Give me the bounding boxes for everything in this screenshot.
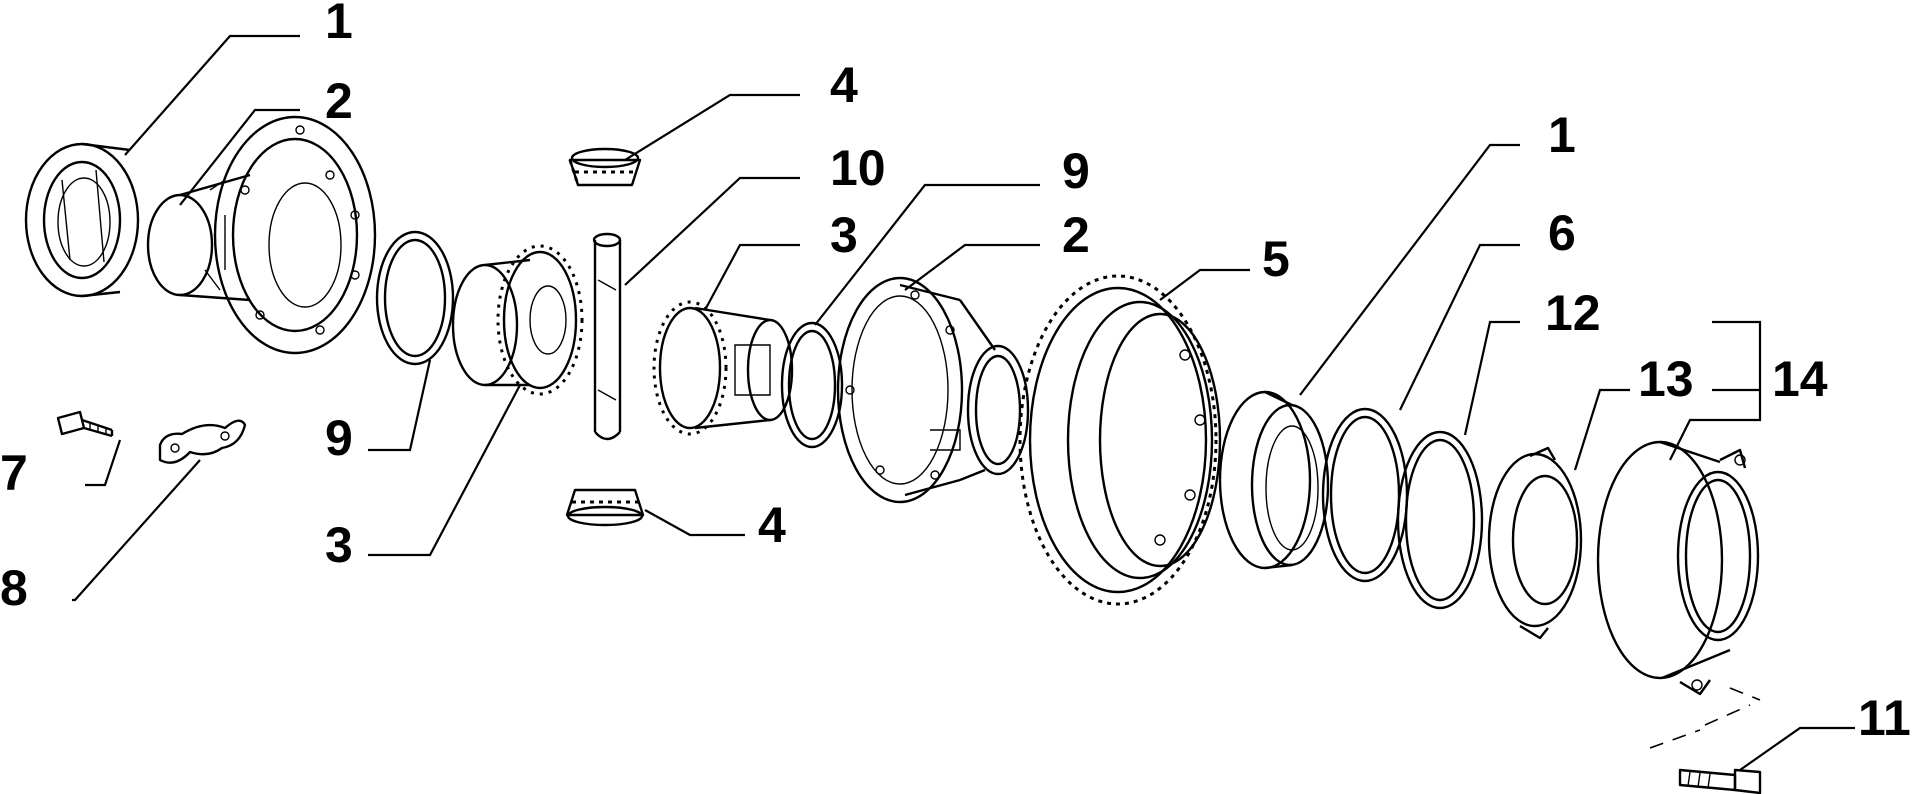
callout-8-locking-plate: 8 [0, 560, 28, 616]
part-ring-gear [1018, 274, 1222, 606]
callout-1-bearing-left: 1 [325, 0, 353, 49]
part-bolt-right [1649, 687, 1762, 794]
callout-5-ring-gear: 5 [1262, 231, 1290, 287]
callout-7-screw: 7 [0, 445, 28, 501]
part-side-gear-left [451, 244, 584, 396]
callout-2-housing-right: 2 [1062, 207, 1090, 263]
part-thrust-ring-left [375, 230, 455, 366]
part-thrust-ring-right [780, 321, 844, 449]
callout-13-oil-seal: 13 [1638, 351, 1694, 407]
part-screw [56, 410, 114, 438]
part-bearing-cover [1596, 440, 1760, 696]
leader-lines [72, 34, 1855, 771]
part-shim-ring [1321, 407, 1409, 583]
callout-2-housing-left: 2 [325, 73, 353, 129]
part-housing-right [836, 276, 1030, 504]
callout-4-planet-gear-top: 4 [830, 57, 858, 113]
callout-9-thrust-ring-right: 9 [1062, 143, 1090, 199]
callout-11-bolt: 11 [1858, 690, 1911, 746]
part-locking-plate [158, 419, 247, 464]
callout-4-planet-gear-bottom: 4 [758, 497, 786, 553]
part-bearing-left [24, 142, 140, 298]
part-oil-seal [1487, 446, 1583, 640]
callout-3-side-gear-right: 3 [830, 207, 858, 263]
callout-14-bearing-cover: 14 [1772, 351, 1828, 407]
part-sealing-ring [1396, 430, 1484, 610]
callout-9-thrust-ring-left: 9 [325, 410, 353, 466]
part-housing-left [146, 115, 377, 355]
part-side-gear-right [652, 300, 794, 436]
part-bearing-right [1218, 390, 1330, 570]
callout-6-shim-ring: 6 [1548, 205, 1576, 261]
callout-labels: 1 2 4 10 9 3 2 1 6 5 12 13 14 9 7 8 3 4 … [0, 0, 1911, 746]
callout-10-pinion-shaft: 10 [830, 140, 886, 196]
part-planet-gear-bottom [565, 488, 645, 527]
part-planet-gear-top [568, 147, 642, 187]
part-pinion-shaft [592, 232, 622, 441]
callout-3-side-gear-left: 3 [325, 517, 353, 573]
callout-12-sealing-ring: 12 [1545, 285, 1601, 341]
callout-1-bearing-right: 1 [1548, 107, 1576, 163]
